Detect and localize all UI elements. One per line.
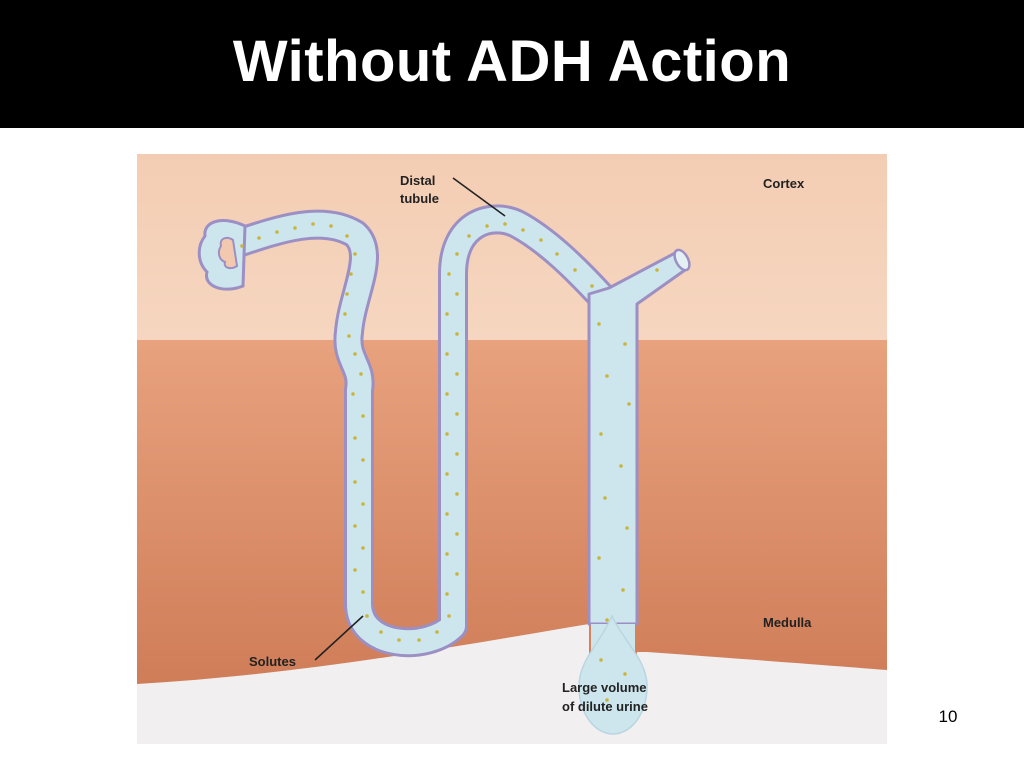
- distal-tubule-leader: [452, 177, 506, 217]
- medulla-label: Medulla: [763, 615, 812, 630]
- cortex-label: Cortex: [763, 176, 805, 191]
- bowmans-capsule: [197, 219, 247, 291]
- solute-dots: [240, 222, 659, 702]
- distal-tubule-label: Distal: [400, 173, 435, 188]
- solutes-label: Solutes: [249, 654, 296, 669]
- urine-label-line2: of dilute urine: [562, 699, 648, 714]
- medulla-region: [137, 340, 887, 684]
- nephron-tubule: [220, 204, 616, 658]
- nephron-diagram: Distal tubule Cortex Medulla Solutes Lar…: [137, 154, 887, 744]
- urine-droplet: [578, 614, 648, 735]
- page-number: 10: [938, 707, 958, 726]
- title-bar: Without ADH Action: [0, 0, 1024, 128]
- slide-title: Without ADH Action: [232, 28, 792, 94]
- solutes-leader: [314, 615, 364, 661]
- urine-label: Large volume: [562, 680, 647, 695]
- distal-tubule-label-line2: tubule: [400, 191, 439, 206]
